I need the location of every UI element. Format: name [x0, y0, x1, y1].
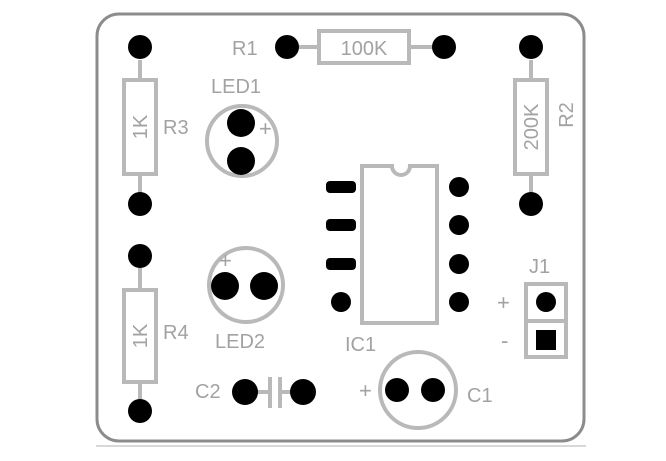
board-outline — [95, 12, 586, 443]
j1-minus-mark: - — [501, 328, 508, 353]
led2-plus-mark: + — [219, 248, 232, 273]
r2-pad-top — [519, 35, 543, 59]
led2-pad-cathode — [250, 272, 278, 300]
resistor-r1: 100K R1 — [232, 29, 456, 65]
r3-body — [122, 78, 158, 176]
ic1-pin1-pad — [326, 181, 356, 193]
mounting-pad-top-left — [128, 35, 152, 59]
c1-label: C1 — [467, 385, 493, 407]
led2-label: LED2 — [215, 331, 265, 353]
c1-outline — [378, 350, 458, 430]
c1-plus-mark: + — [359, 378, 372, 403]
r3-label: R3 — [163, 117, 189, 139]
r1-pad-1 — [275, 35, 299, 59]
j1-plus-mark: + — [497, 290, 510, 315]
r4-label: R4 — [163, 322, 189, 344]
capacitor-c1: + C1 — [359, 350, 493, 430]
c1-pad-1 — [385, 378, 409, 402]
ic1-label: IC1 — [345, 334, 376, 356]
connector-j1: J1 + - — [497, 256, 568, 359]
j1-pad-plus — [536, 292, 556, 312]
r3-value: 1K — [130, 114, 152, 139]
r1-value: 100K — [341, 38, 388, 60]
ic1-pin8-pad — [449, 177, 469, 197]
ic1-pin7-pad — [449, 215, 469, 235]
r1-label: R1 — [232, 38, 258, 60]
r3-pad-bottom — [128, 192, 152, 216]
r2-body — [513, 78, 549, 176]
ic1-pin2-pad — [326, 219, 356, 231]
led1-outline — [205, 104, 279, 178]
r4-pad-bottom — [128, 399, 152, 423]
r1-body — [317, 29, 411, 65]
j1-label: J1 — [529, 256, 550, 278]
resistor-r3: 1K R3 — [122, 60, 189, 216]
led1-pad-anode — [227, 109, 255, 137]
resistor-r4: 1K R4 — [122, 244, 189, 423]
r4-body — [122, 288, 158, 384]
led1-plus-mark: + — [259, 116, 272, 141]
led2-pad-anode — [211, 272, 239, 300]
ic1-pin5-pad — [449, 292, 469, 312]
c2-pad-1 — [232, 379, 258, 405]
c2-plate-gap — [272, 385, 278, 399]
ic1-body — [360, 164, 439, 325]
r2-pad-bottom — [519, 192, 543, 216]
r1-pad-2 — [432, 35, 456, 59]
led2-outline — [207, 246, 285, 324]
capacitor-c2: C2 — [195, 377, 316, 408]
c2-label: C2 — [195, 381, 221, 403]
c2-pad-2 — [290, 379, 316, 405]
ic-ic1: IC1 — [326, 164, 469, 356]
r2-value: 200K — [521, 103, 543, 150]
ic1-pin4-pad — [331, 292, 351, 312]
led1-label: LED1 — [211, 76, 261, 98]
c1-pad-2 — [421, 378, 445, 402]
led-led2: + LED2 — [207, 246, 285, 353]
r4-value: 1K — [130, 323, 152, 348]
resistor-r2: 200K R2 — [513, 35, 578, 216]
ic1-pin6-pad — [449, 254, 469, 274]
j1-pad-minus — [536, 330, 556, 350]
ic1-pin3-pad — [326, 258, 356, 270]
r4-pad-top — [128, 244, 152, 268]
led1-pad-cathode — [227, 147, 255, 175]
r2-label: R2 — [556, 102, 578, 128]
led-led1: LED1 + — [205, 76, 279, 178]
